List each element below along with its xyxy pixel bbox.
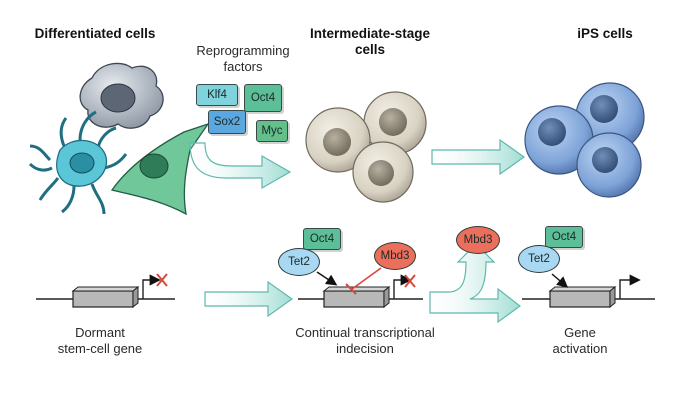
dormant-gene-diagram — [36, 273, 175, 309]
heading-ips-cells: iPS cells — [577, 26, 633, 41]
factors-arrow — [189, 142, 292, 190]
differentiated-cells-illustration — [28, 62, 210, 216]
caption-activation-line2: activation — [552, 341, 608, 356]
ips-cells-illustration — [524, 82, 645, 198]
caption-gene-activation: Gene activation — [535, 325, 625, 357]
heading-intermediate-line2: cells — [354, 42, 386, 57]
intermediate-to-ips-arrow — [431, 138, 526, 176]
caption-indecision-line1: Continual transcriptional — [295, 325, 435, 340]
caption-transcriptional-indecision: Continual transcriptional indecision — [280, 325, 450, 357]
protein-tet2-ips: Tet2 — [518, 245, 560, 273]
intermediate-cells-illustration — [305, 91, 427, 203]
protein-mbd3-intermediate: Mbd3 — [374, 242, 416, 270]
indecision-gene-diagram — [298, 267, 423, 309]
factor-myc: Myc — [256, 120, 288, 142]
caption-dormant-gene: Dormant stem-cell gene — [40, 325, 160, 357]
factor-oct4: Oct4 — [244, 84, 282, 112]
factor-sox2: Sox2 — [208, 110, 246, 134]
protein-tet2-intermediate: Tet2 — [278, 248, 320, 276]
protein-mbd3-released: Mbd3 — [456, 226, 500, 254]
protein-oct4-ips: Oct4 — [545, 226, 583, 248]
factor-klf4: Klf4 — [196, 84, 238, 106]
heading-differentiated-cells: Differentiated cells — [34, 26, 156, 41]
bottom-arrow-1 — [204, 280, 294, 318]
caption-activation-line1: Gene — [564, 325, 596, 340]
reprogramming-factors-title: Reprogramming factors — [188, 43, 298, 75]
heading-intermediate-line1: Intermediate-stage — [309, 26, 431, 41]
caption-dormant-line1: Dormant — [75, 325, 125, 340]
bottom-arrow-2 — [429, 243, 522, 324]
reprogramming-factors-line2: factors — [223, 59, 263, 74]
caption-indecision-line2: indecision — [336, 341, 394, 356]
reprogramming-factors-line1: Reprogramming — [196, 43, 290, 58]
caption-dormant-line2: stem-cell gene — [57, 341, 143, 356]
protein-oct4-intermediate: Oct4 — [303, 228, 341, 250]
active-gene-diagram — [522, 273, 655, 309]
heading-intermediate-stage: Intermediate-stage cells — [300, 26, 440, 58]
